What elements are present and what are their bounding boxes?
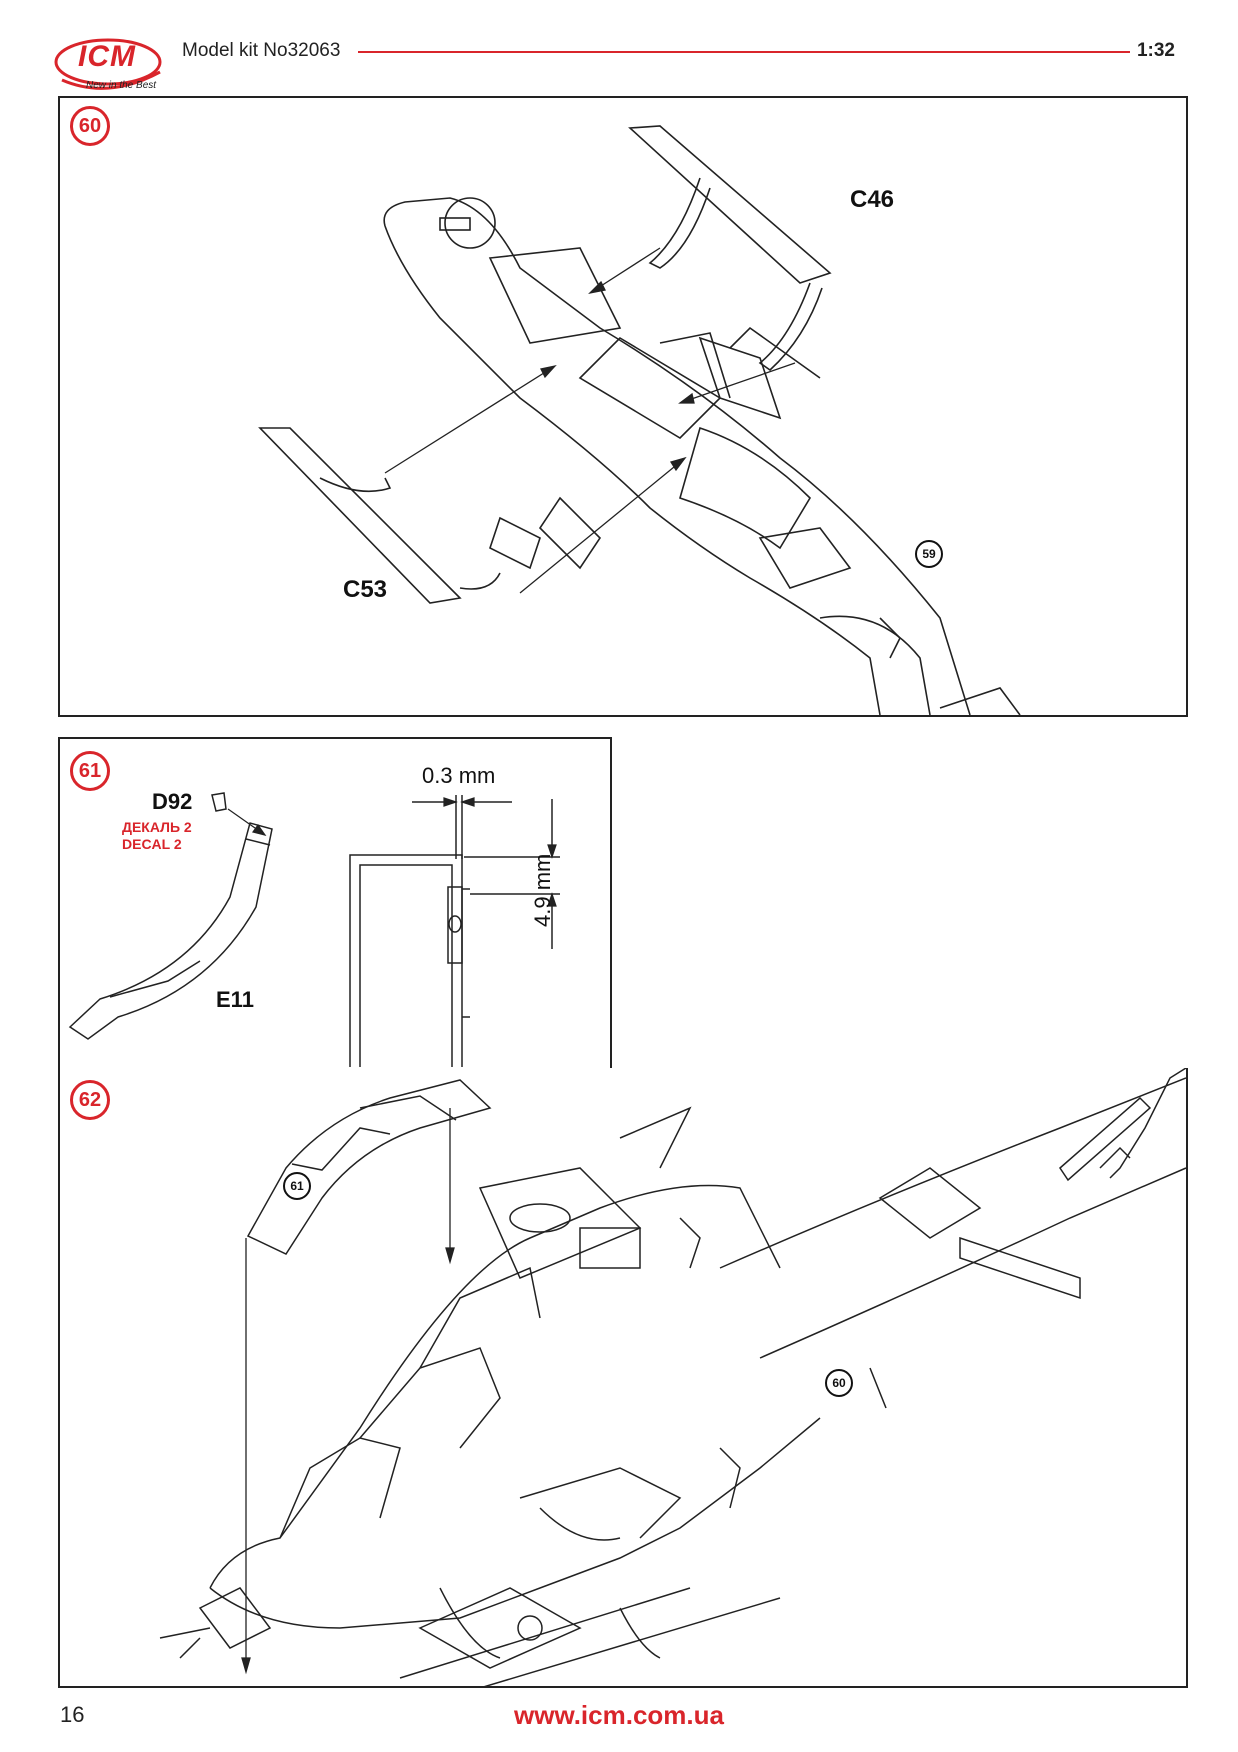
footer-url[interactable]: www.icm.com.ua (514, 1700, 724, 1730)
step-61-illustration (68, 792, 560, 1067)
step-62-panel: 62 61 60 (58, 1068, 1188, 1688)
decal-label-en: DECAL 2 (122, 836, 182, 852)
part-label-c53: C53 (343, 576, 388, 603)
ref-step-61: 61 (283, 1172, 311, 1200)
header-rule (358, 51, 1130, 53)
icm-logo: ICM New in the Best (52, 30, 170, 98)
part-label-d92: D92 (152, 789, 193, 814)
dimension-height: 4.9 mm (530, 853, 555, 927)
step-61-panel: 61 D92 ДЕКАЛЬ 2 DECAL 2 E11 0.3 mm 4.9 m… (58, 737, 612, 1070)
step-60-panel: 60 C46 C53 59 (58, 96, 1188, 717)
step-60-illustration (258, 125, 1021, 715)
part-label-c46: C46 (850, 186, 895, 213)
ref-step-59: 59 (915, 540, 943, 568)
logo-text: ICM (78, 40, 136, 73)
icm-logo-mark (54, 38, 162, 90)
header-title: Model kit No32063 (182, 40, 341, 61)
part-label-e11: E11 (216, 987, 254, 1012)
dimension-width: 0.3 mm (422, 763, 496, 788)
step-62-illustration (159, 1068, 1186, 1686)
logo-tagline: New in the Best (86, 80, 157, 91)
decal-label-ua: ДЕКАЛЬ 2 (122, 819, 192, 835)
step-number-62: 62 (70, 1080, 110, 1120)
step-number-61: 61 (70, 751, 110, 791)
header-scale: 1:32 (1136, 40, 1175, 61)
ref-step-60: 60 (825, 1369, 853, 1397)
step-number-60: 60 (70, 106, 110, 146)
page-number: 16 (60, 1702, 85, 1727)
